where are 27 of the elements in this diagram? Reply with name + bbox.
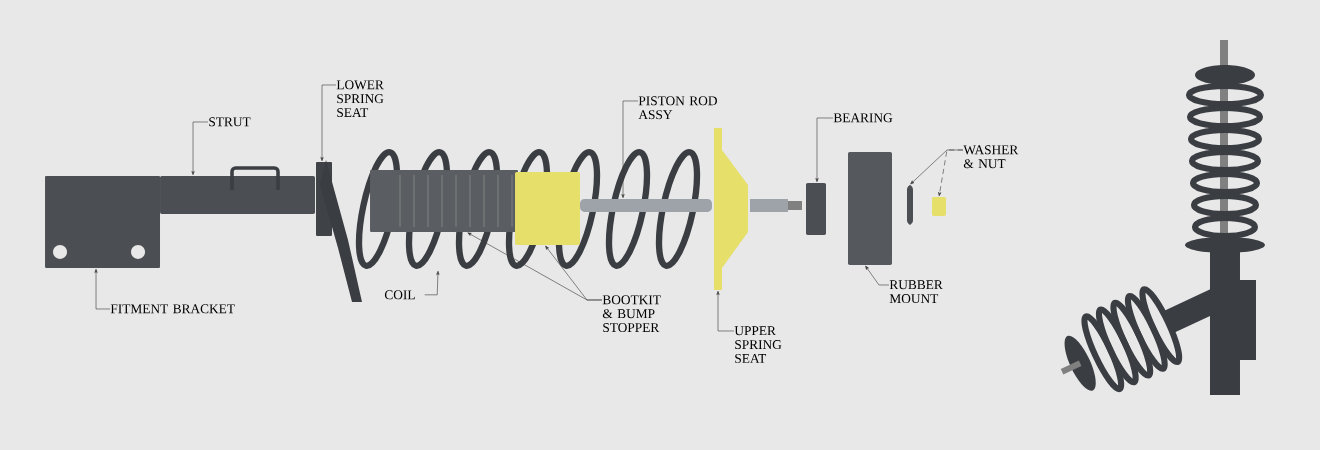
part-label: UPPER SPRING SEAT [734, 326, 782, 363]
part-label: STRUT [209, 117, 251, 127]
part-label: WASHER & NUT [963, 145, 1019, 169]
part-label: PISTON ROD ASSY [638, 96, 717, 120]
fitment-bracket [45, 176, 160, 268]
leader-line [94, 268, 111, 310]
leader-line [191, 121, 209, 176]
leader-line [424, 270, 440, 296]
rubber-mount [848, 152, 892, 265]
part-label: BOOTKIT & BUMP STOPPER [602, 295, 661, 333]
leader-line [938, 149, 964, 197]
part-label: BEARING [833, 113, 893, 123]
part-label: COIL [384, 290, 415, 300]
washer [907, 185, 913, 225]
upper-spring-seat [714, 128, 748, 290]
bearing [806, 183, 826, 235]
leader-line [320, 84, 337, 162]
part-label: RUBBER MOUNT [889, 280, 943, 304]
leader-line [621, 100, 639, 199]
part-label: LOWER SPRING SEAT [336, 80, 384, 118]
leader-line [545, 245, 603, 301]
strut-tube [160, 166, 315, 214]
leader-line [716, 290, 735, 332]
leader-line [815, 117, 834, 183]
leader-line [865, 265, 890, 286]
lower-spring-seat [316, 160, 362, 302]
part-label: FITMENT BRACKET [110, 304, 235, 314]
